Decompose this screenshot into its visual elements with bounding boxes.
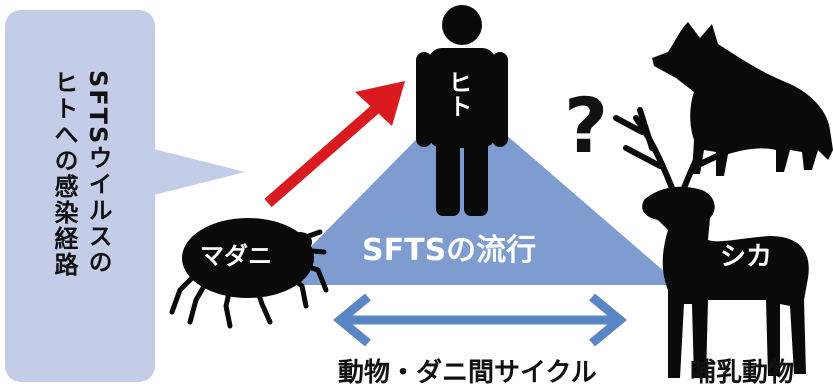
epidemic-label: SFTSの流行: [362, 233, 537, 268]
double-arrow-icon: [332, 293, 628, 347]
human-label: ヒト: [444, 70, 472, 118]
tick-silhouette-icon: [169, 218, 329, 329]
human-silhouette-icon: [416, 5, 508, 216]
wolf-silhouette-icon: [652, 22, 833, 176]
callout-box: [5, 10, 245, 382]
question-mark: ?: [564, 81, 608, 170]
cycle-label: 動物・ダニ間サイクル: [338, 358, 597, 388]
mammals-label: 哺乳動物: [690, 358, 795, 388]
callout-line-2: ヒトへの感染経路: [50, 70, 78, 278]
deer-silhouette-icon: [613, 105, 809, 378]
red-arrow-icon: [264, 81, 405, 208]
callout-line-1: SFTSウイルスの: [84, 70, 112, 276]
tick-label: マダニ: [200, 242, 272, 270]
deer-label: シカ: [720, 242, 773, 272]
